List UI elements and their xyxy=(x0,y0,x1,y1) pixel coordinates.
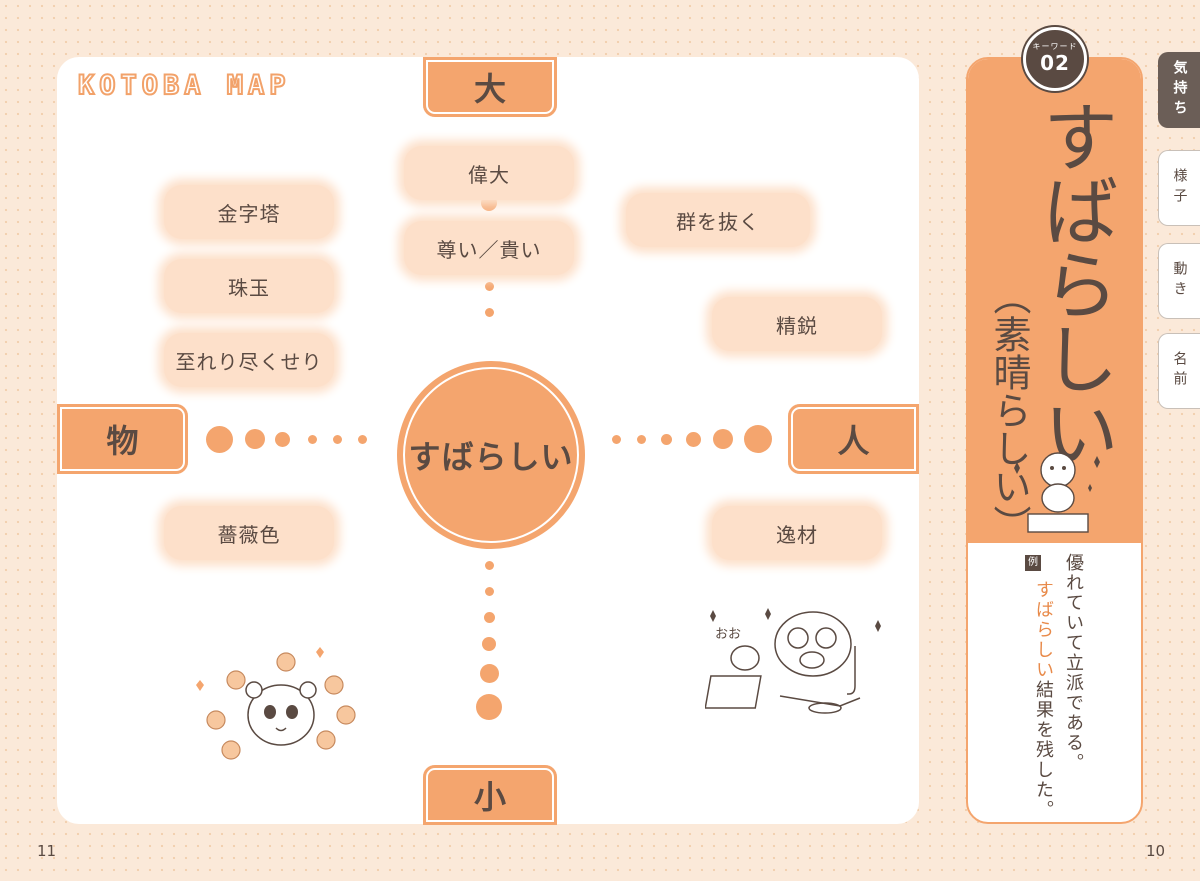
axis-dot xyxy=(206,426,233,453)
axis-dot xyxy=(637,435,646,444)
axis-dot xyxy=(485,308,494,317)
axis-dot xyxy=(713,429,733,449)
axis-dot xyxy=(482,637,496,651)
tab-kimochi[interactable]: 気持ち xyxy=(1158,52,1200,128)
word-itsuzai: 逸材 xyxy=(712,506,882,560)
panda-with-roses-illustration xyxy=(196,647,356,760)
axis-dot xyxy=(661,434,672,445)
axis-label-person: 人 xyxy=(788,404,919,474)
tab-ugoki[interactable]: 動き xyxy=(1158,243,1200,319)
word-tootoi: 尊い／貴い xyxy=(404,221,574,275)
keyword-definition: 優れていて立派である。 xyxy=(1063,553,1084,773)
example-keyword-highlight: すばらしい xyxy=(1033,580,1054,680)
example-mark: 例 xyxy=(1025,555,1041,571)
axis-dot xyxy=(245,429,265,449)
axis-dot xyxy=(333,435,342,444)
axis-dot xyxy=(308,435,317,444)
word-gun: 群を抜く xyxy=(626,193,810,247)
map-title: KOTOBA MAP xyxy=(77,69,291,102)
axis-dot xyxy=(485,561,494,570)
keyword-badge-number: 02 xyxy=(1040,51,1070,75)
axis-dot xyxy=(275,432,290,447)
keyword-example: すばらしい結果を残した。 xyxy=(1030,580,1056,820)
word-barairo: 薔薇色 xyxy=(164,506,334,560)
tab-yousu[interactable]: 様子 xyxy=(1158,150,1200,226)
axis-dot xyxy=(612,435,621,444)
axis-dot xyxy=(686,432,701,447)
center-word: すばらしい xyxy=(403,367,579,543)
illustration-oo-text: おお xyxy=(715,627,741,642)
axis-dot xyxy=(358,435,367,444)
word-itareri: 至れり尽くせり xyxy=(164,333,334,387)
tab-namae[interactable]: 名前 xyxy=(1158,333,1200,409)
center-word-circle: すばらしい xyxy=(397,361,585,549)
axis-dot xyxy=(485,282,494,291)
keyword-main: すばらしい xyxy=(1030,98,1119,468)
keyword-kanji-variant: （素晴らしい） xyxy=(987,277,1031,543)
axis-dot xyxy=(480,664,499,683)
axis-dot xyxy=(484,612,495,623)
keyword-badge: キーワード 02 xyxy=(1023,27,1087,91)
word-seiei: 精鋭 xyxy=(712,297,882,351)
keyword-badge-label: キーワード xyxy=(1032,42,1078,51)
page-number-right: 10 xyxy=(1146,842,1166,860)
word-kinjito: 金字塔 xyxy=(164,185,334,239)
axis-label-thing: 物 xyxy=(57,404,188,474)
word-shugyoku: 珠玉 xyxy=(164,259,334,313)
axis-dot xyxy=(476,694,502,720)
example-rest: 結果を残した。 xyxy=(1033,680,1054,820)
axis-dot xyxy=(744,425,772,453)
page-number-left: 11 xyxy=(37,842,57,860)
word-idai: 偉大 xyxy=(404,146,574,200)
pig-scientist-illustration: おお xyxy=(705,608,881,714)
bear-trophy-illustration xyxy=(1014,452,1100,533)
axis-label-large: 大 xyxy=(423,57,557,117)
axis-dot xyxy=(485,587,494,596)
axis-label-small: 小 xyxy=(423,765,557,825)
